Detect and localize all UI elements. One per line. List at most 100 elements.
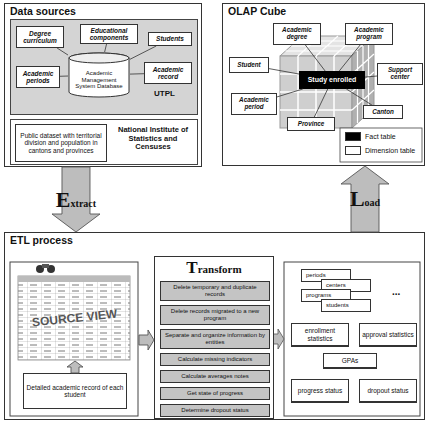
node-text: GPAs xyxy=(342,357,359,364)
connector-line xyxy=(130,73,144,74)
entity-box: Academic periods xyxy=(16,66,60,88)
block-arrow xyxy=(67,361,83,373)
node-text: students xyxy=(326,300,370,311)
node-text: progress status xyxy=(298,387,342,394)
node-text: SOURCE VIEW xyxy=(32,308,118,330)
dimension-table: Canton xyxy=(363,105,403,119)
transform-step: Separate and organize information by ent… xyxy=(160,329,270,349)
legend-text: Dimension table xyxy=(365,147,415,154)
node-text: Canton xyxy=(372,109,394,116)
node-text: Academic program xyxy=(348,27,390,41)
cylinder-body xyxy=(69,53,129,97)
connector-line xyxy=(314,89,327,117)
node-text: Students xyxy=(156,35,184,42)
transform-step: Delete records migrated to a new program xyxy=(160,305,270,325)
entity-box: Academic record xyxy=(144,62,192,84)
transform-step: Calculate missing indicators xyxy=(160,353,270,366)
connector-line xyxy=(277,89,303,97)
table-header xyxy=(18,276,130,282)
block-arrow xyxy=(341,166,389,232)
legend-box xyxy=(340,128,422,162)
cube-illustration xyxy=(280,36,374,128)
node-text: Delete records migrated to a new program xyxy=(163,308,267,321)
entity-box: Students xyxy=(148,32,192,46)
etl-panel: ETL processSOURCE VIEW Detailed academic … xyxy=(4,232,425,420)
node-text: Delete temporary and duplicate records xyxy=(163,284,267,297)
cylinder-top xyxy=(69,53,129,63)
connector-line xyxy=(57,48,68,55)
binoculars-icon xyxy=(36,264,55,273)
transform-step: Get state of progress xyxy=(160,387,270,400)
dataset-box: Public dataset with territorial division… xyxy=(15,124,107,162)
node-text: UTPL xyxy=(154,90,175,99)
transform-panel: TransformDelete temporary and duplicate … xyxy=(154,256,274,419)
statistics-table: enrollment statistics xyxy=(291,323,349,347)
connector-line xyxy=(105,44,107,52)
legend-row: Fact table xyxy=(345,132,415,141)
connector-line xyxy=(269,69,299,74)
statistics-table: approval statistics xyxy=(359,323,417,347)
entity-box: Educational components xyxy=(80,24,138,44)
edge-label: Extract xyxy=(56,187,96,213)
node-text: Province xyxy=(298,121,325,128)
node-text: Academic Management System Database xyxy=(73,70,125,90)
cube-panel: OLAP CubeStudy enrolledAcademic degreeAc… xyxy=(222,3,425,166)
node-text: enrollment statistics xyxy=(294,327,346,341)
entity-box: Degree curriculum xyxy=(16,26,64,48)
node-text: Academic period xyxy=(234,97,274,111)
node-text: Academic degree xyxy=(276,27,318,41)
dimension-table: Academic program xyxy=(345,23,393,45)
node-text: Separate and organize information by ent… xyxy=(163,332,267,345)
dataset-group: National Institute of Statistics and Cen… xyxy=(10,119,198,165)
legend: Fact tableDimension table xyxy=(345,132,415,160)
node-text: ETL process xyxy=(10,235,73,247)
node-text: Academic periods xyxy=(19,70,57,84)
system-box: UTPL Degree curriculum Educational compone… xyxy=(10,19,198,115)
dimension-table: Academic period xyxy=(231,93,277,115)
node-text: Academic record xyxy=(147,66,189,80)
connector-line xyxy=(365,76,377,77)
node-text: Support center xyxy=(380,67,420,81)
entity-table: students xyxy=(321,299,371,312)
dimension-table: Academic degree xyxy=(273,23,321,45)
legend-swatch xyxy=(345,132,361,141)
transform-step: Determine dropout status xyxy=(160,404,270,417)
statistics-table: GPAs xyxy=(323,353,377,369)
connector-line xyxy=(339,45,360,71)
transform-step: Delete temporary and duplicate records xyxy=(160,281,270,301)
ellipsis-label: ... xyxy=(392,286,400,297)
block-arrow xyxy=(52,167,100,232)
dimension-table: Support center xyxy=(377,63,423,85)
source-panel: Data sourcesUTPL Degree curriculum Educati… xyxy=(4,3,202,167)
dimension-table: Student xyxy=(229,57,269,73)
node-text: Get state of progress xyxy=(187,390,243,397)
node-text: National Institute of Statistics and Cen… xyxy=(113,126,193,152)
node-text: dropout status xyxy=(367,387,408,394)
node-text: Detailed academic record of each student xyxy=(26,384,124,398)
node-text: Calculate missing indicators xyxy=(178,356,252,363)
node-text: approval statistics xyxy=(362,331,414,338)
table-illustration xyxy=(18,276,130,360)
connector-line xyxy=(60,76,68,77)
record-box: Detailed academic record of each student xyxy=(23,373,127,409)
node-text: Student xyxy=(237,62,260,69)
legend-swatch xyxy=(345,146,361,155)
node-text: Calculate averages notes xyxy=(181,373,249,380)
connector-line xyxy=(305,45,325,71)
node-text: Data sources xyxy=(10,6,76,18)
block-arrow xyxy=(139,330,154,350)
node-text: OLAP Cube xyxy=(228,6,286,18)
load-output-panel xyxy=(284,262,420,416)
legend-row: Dimension table xyxy=(345,146,415,155)
node-text: Degree curriculum xyxy=(19,30,61,44)
node-text: Educational components xyxy=(83,27,135,41)
dimension-table: Province xyxy=(287,117,335,131)
statistics-table: progress status xyxy=(291,379,349,403)
source-view-panel xyxy=(10,262,138,416)
source-view: SOURCE VIEW xyxy=(19,277,131,361)
edge-label: Load xyxy=(350,186,380,212)
connector-line xyxy=(130,46,156,59)
node-text: Study enrolled xyxy=(308,76,357,84)
fact-table: Study enrolled xyxy=(299,71,365,89)
transform-step: Calculate averages notes xyxy=(160,370,270,383)
